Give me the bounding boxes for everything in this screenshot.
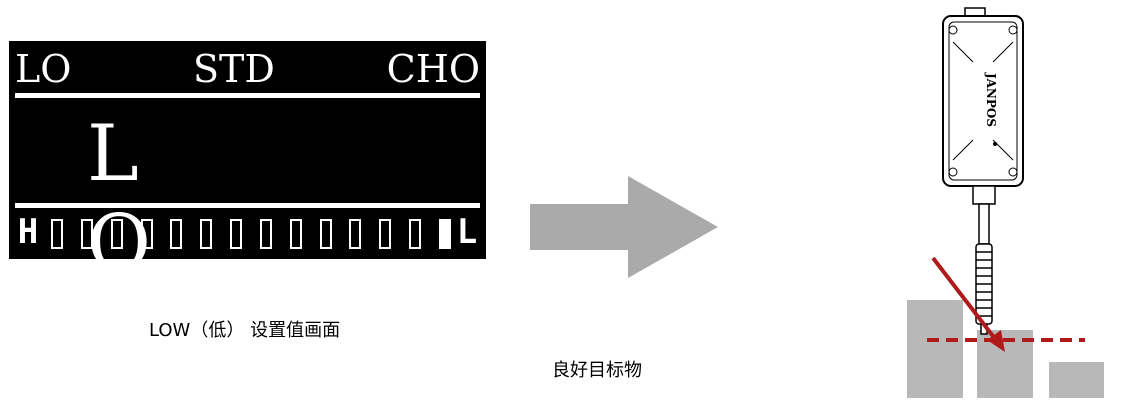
level-cell (111, 219, 123, 249)
level-cell (230, 219, 242, 249)
sensor-illustration: JANPOS (895, 0, 1110, 398)
mode-cho-label: CHO (386, 47, 480, 91)
level-cell (320, 219, 332, 249)
level-cell (260, 219, 272, 249)
level-cell (141, 219, 153, 249)
lcd-level-bar: H L (15, 213, 480, 253)
bar-low-letter: L (456, 212, 478, 252)
mode-std-label: STD (193, 47, 275, 91)
target-block-tall (907, 300, 963, 398)
level-cell (439, 219, 451, 249)
level-cell (200, 219, 212, 249)
sensor-spring (975, 243, 993, 325)
right-arrow-icon (530, 176, 718, 278)
level-cell (349, 219, 361, 249)
level-cell (379, 219, 391, 249)
level-cell (290, 219, 302, 249)
lcd-top-divider (15, 93, 480, 98)
level-cell (409, 219, 421, 249)
sensor-body: JANPOS (942, 15, 1024, 187)
target-block-short (1049, 362, 1104, 398)
mode-lo-label: LO (15, 47, 72, 91)
level-cell (81, 219, 93, 249)
lcd-bottom-divider (15, 203, 480, 208)
lcd-mode-row: LO STD CHO (15, 47, 480, 91)
level-cell (51, 219, 63, 249)
low-setting-caption: LOW（低） 设置值画面 (149, 320, 341, 341)
transition-arrow (530, 176, 720, 278)
good-target-caption: 良好目标物 (552, 360, 642, 381)
lcd-main-value: L O (87, 109, 181, 289)
bar-high-letter: H (17, 212, 39, 252)
red-arrow-icon (931, 256, 1005, 352)
level-cell (170, 219, 182, 249)
sensor-brand-label: JANPOS (984, 72, 998, 127)
lcd-display: LO STD CHO L O H L (9, 41, 486, 289)
